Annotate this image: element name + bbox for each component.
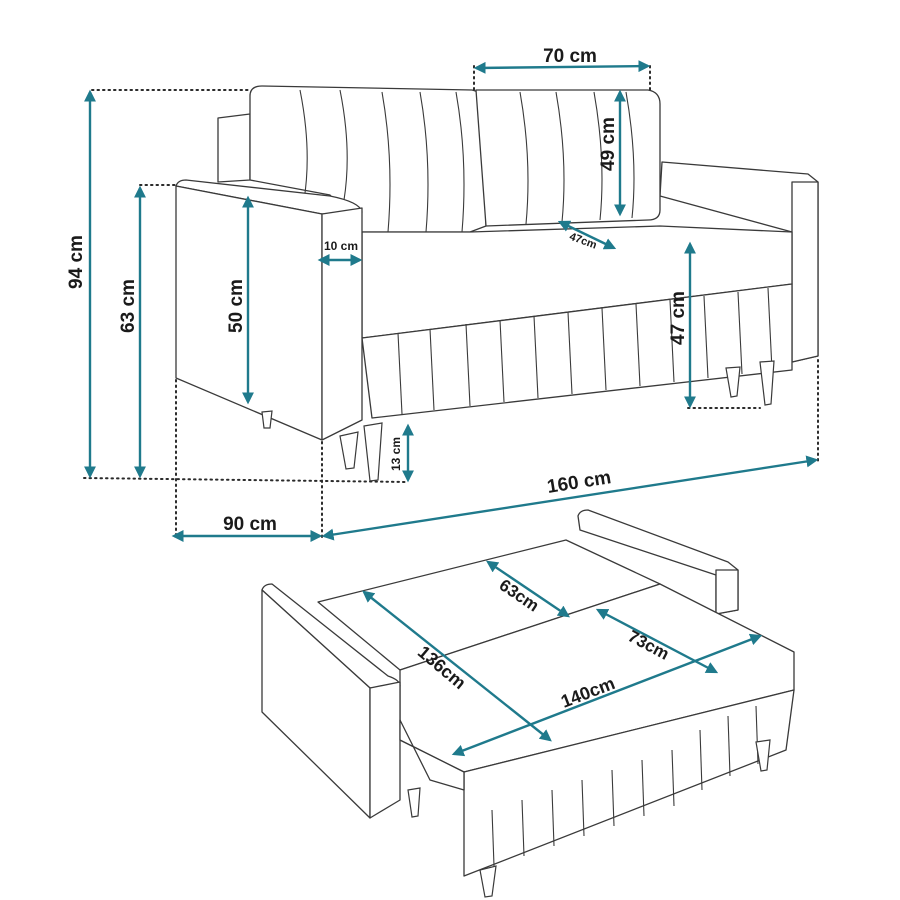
leg-front-left [339, 431, 359, 470]
leg-front-right [725, 366, 741, 398]
back-cushion-left [249, 85, 487, 233]
sofa-bed-view [261, 509, 795, 898]
dimension-arrows-upper [84, 60, 819, 542]
label-inner-armrest-height: 50 cm [226, 279, 247, 333]
sofa-front-view [175, 85, 819, 482]
label-total-height: 94 cm [66, 235, 87, 289]
bed-left-armrest-front [369, 681, 401, 819]
label-leg-height: 13 cm [389, 437, 403, 471]
label-cushion-height: 49 cm [598, 117, 619, 171]
leg-back-left [261, 410, 273, 429]
back-cushion-stripes [299, 89, 635, 233]
seat-front-stripes [397, 287, 773, 415]
left-armrest-front [321, 207, 363, 441]
label-seat-height: 47 cm [668, 291, 689, 345]
label-cushion-width: 70 cm [543, 46, 597, 67]
back-cushion-right [475, 89, 661, 227]
label-armrest-height: 63 cm [118, 279, 139, 333]
leg-back-right [759, 360, 775, 406]
bed-leg-left [407, 787, 421, 818]
leg-front-mid [363, 422, 383, 482]
back-left-armrest [217, 113, 251, 183]
dimension-arrows-lower [362, 560, 763, 757]
bed-leg-right [755, 739, 771, 772]
label-total-depth: 90 cm [223, 514, 277, 535]
bed-leg-front [479, 865, 497, 898]
label-armrest-width: 10 cm [324, 239, 358, 253]
